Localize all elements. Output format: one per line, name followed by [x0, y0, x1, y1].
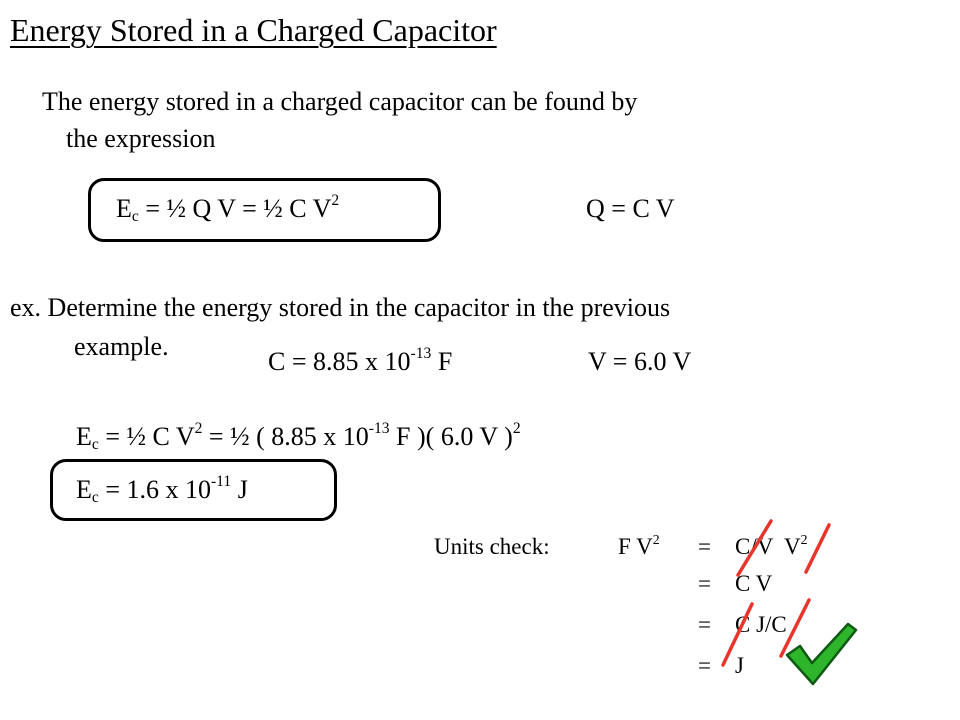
charge-relation: Q = C V: [586, 194, 675, 223]
units-row-eq: =: [698, 653, 711, 678]
formula-box: [88, 178, 441, 242]
intro-line-2: the expression: [66, 124, 216, 153]
strike-mark: [721, 602, 754, 667]
units-check-label: Units check:: [434, 534, 550, 559]
energy-result: Ec = 1.6 x 10-11 J: [76, 473, 248, 506]
units-row-eq: =: [698, 534, 711, 559]
page-title: Energy Stored in a Charged Capacitor: [10, 12, 497, 48]
energy-formula: Ec = ½ Q V = ½ C V2: [116, 192, 340, 225]
units-row-eq: =: [698, 571, 711, 596]
example-line-2: example.: [74, 332, 169, 361]
strike-mark: [804, 523, 831, 574]
energy-calculation: Ec = ½ C V2 = ½ ( 8.85 x 10-13 F )( 6.0 …: [76, 420, 521, 453]
example-line-1: ex. Determine the energy stored in the c…: [10, 293, 671, 322]
strike-mark: [736, 519, 773, 577]
units-row-text: J: [735, 653, 744, 678]
units-row-text: C V: [735, 571, 773, 596]
intro-line-1: The energy stored in a charged capacitor…: [42, 87, 638, 116]
result-box: [50, 459, 337, 521]
strike-mark: [779, 598, 811, 658]
units-row-text: C J/C: [735, 612, 787, 637]
given-capacitance: C = 8.85 x 10-13 F: [268, 345, 453, 376]
units-check-lhs: F V2: [618, 531, 660, 559]
given-voltage: V = 6.0 V: [588, 347, 692, 376]
units-row-eq: =: [698, 612, 711, 637]
checkmark-icon: [785, 622, 858, 686]
